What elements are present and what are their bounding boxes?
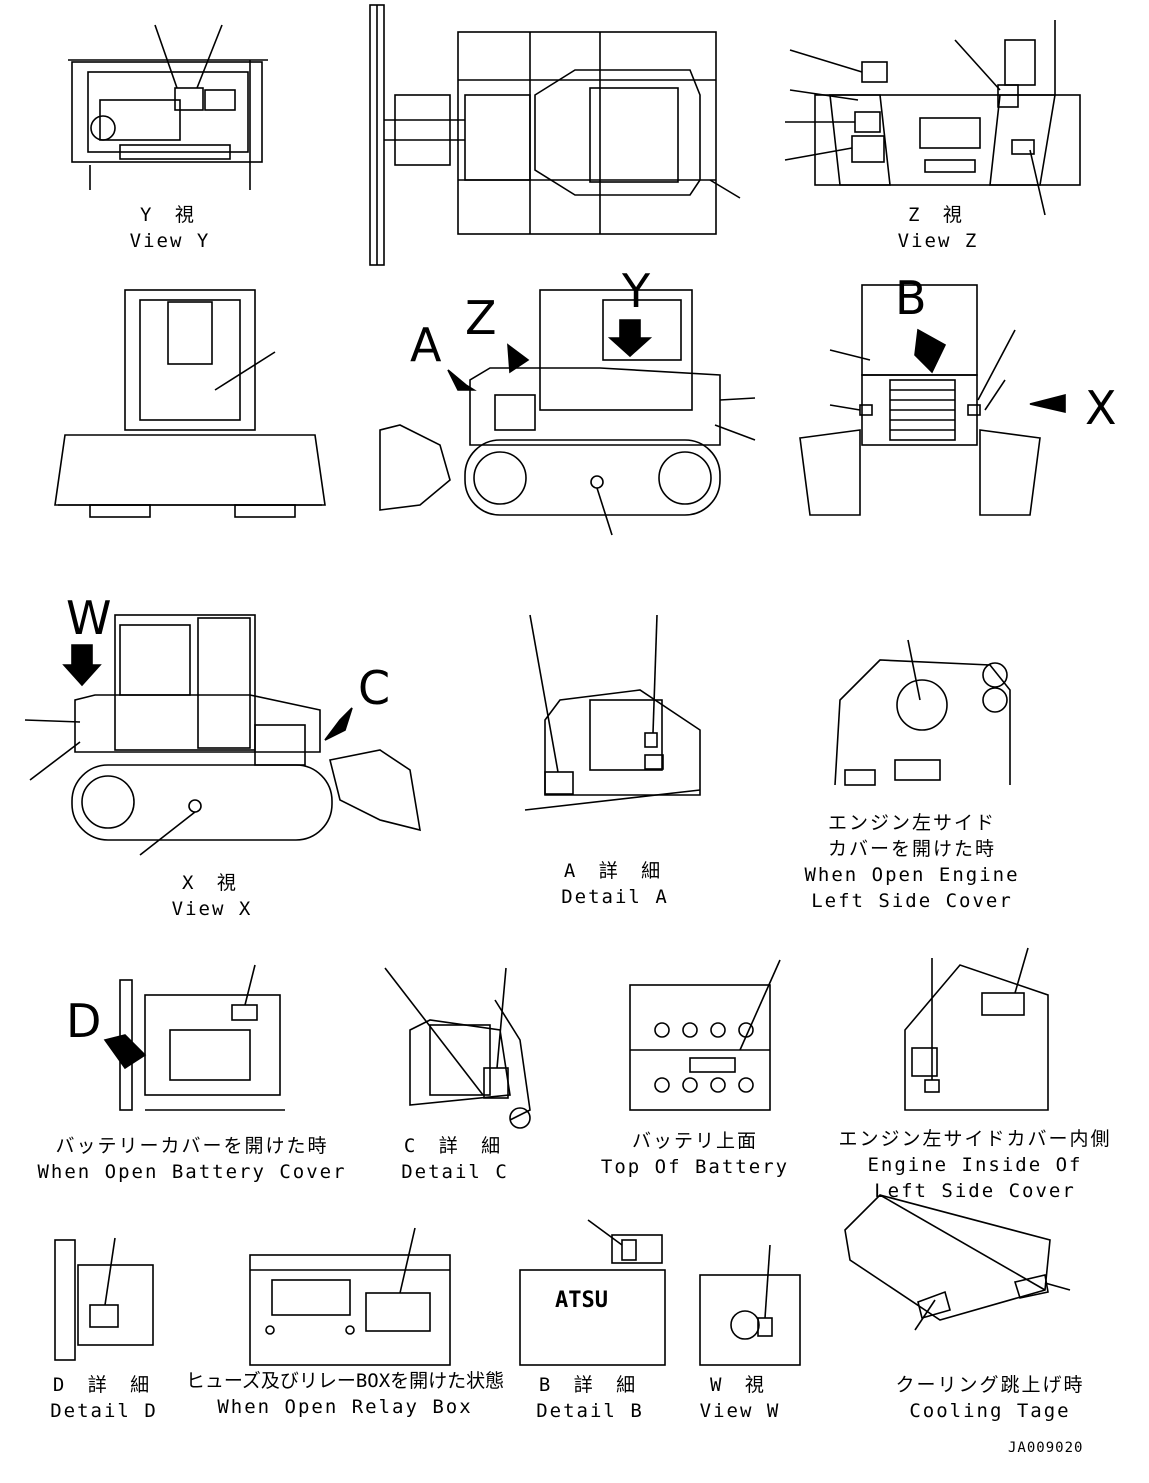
- marker-w: W: [66, 591, 112, 645]
- caption-engine-left-open: エンジン左サイド カバーを開けた時 When Open Engine Left …: [804, 812, 1020, 912]
- drawing-code: JA009020: [1008, 1440, 1084, 1456]
- rear-view-drawing: [799, 284, 1066, 516]
- marker-b: B: [895, 271, 927, 325]
- marker-d: D: [66, 994, 102, 1048]
- detail-c-drawing: [384, 967, 531, 1129]
- front-view-drawing: [54, 289, 326, 518]
- relay-box-drawing: [249, 1227, 451, 1366]
- detail-d-drawing: [54, 1237, 154, 1361]
- brand-fragment: ATSU: [555, 1288, 608, 1313]
- view-w-drawing: [699, 1244, 801, 1366]
- plan-view-drawing: [369, 4, 741, 266]
- engine-open-drawing: [834, 639, 1011, 786]
- battery-top-drawing: [629, 959, 781, 1111]
- detail-a-drawing: [524, 614, 701, 811]
- marker-x: X: [1085, 381, 1117, 435]
- engine-inside-drawing: [904, 947, 1049, 1111]
- caption-engine-inside: エンジン左サイドカバー内側 Engine Inside Of Left Side…: [838, 1128, 1112, 1202]
- side-view-drawing: [379, 289, 756, 536]
- view-y-drawing: [68, 24, 268, 190]
- marker-c: C: [358, 661, 391, 715]
- detail-b-drawing: [519, 1219, 666, 1366]
- view-z-drawing: [784, 20, 1081, 216]
- battery-cover-drawing: [103, 964, 285, 1111]
- marker-a: A: [410, 318, 442, 372]
- view-x-drawing: [24, 614, 421, 856]
- cooling-drawing: [844, 1194, 1071, 1331]
- marker-y: Y: [622, 264, 651, 318]
- marker-z: Z: [465, 291, 497, 345]
